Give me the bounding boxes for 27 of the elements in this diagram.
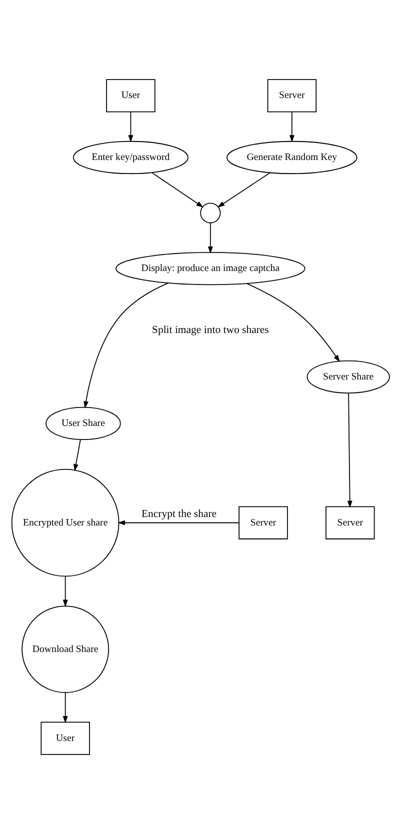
node-box: Server [267,79,317,112]
arrow [151,172,204,208]
node-ellipse: User Share [46,406,121,440]
arrow [84,282,169,408]
node-ellipse: Enter key/password [72,140,188,174]
node-ellipse: Display: produce an image captcha [116,252,306,286]
arrow [73,439,81,472]
arrow [289,112,294,142]
node-circle: Download Share [22,606,110,693]
arrow [217,172,271,208]
edge-label: Encrypt the share [141,508,217,520]
node-box: User [40,722,90,755]
arrow [62,692,68,724]
arrow [128,112,134,142]
node-box: Server [238,506,288,540]
label: Split image into two shares [152,324,269,336]
arrow [246,283,340,362]
node-ellipse: Server Share [306,360,390,394]
arrow [347,392,352,508]
arrow [208,222,213,254]
node-circle [200,202,221,224]
arrow [118,520,240,526]
arrow [62,576,68,607]
node-box: Server [326,506,375,540]
node-circle: Encrypted User share [11,468,120,577]
node-box: User [106,79,156,112]
node-ellipse: Generate Random Key [226,140,358,174]
